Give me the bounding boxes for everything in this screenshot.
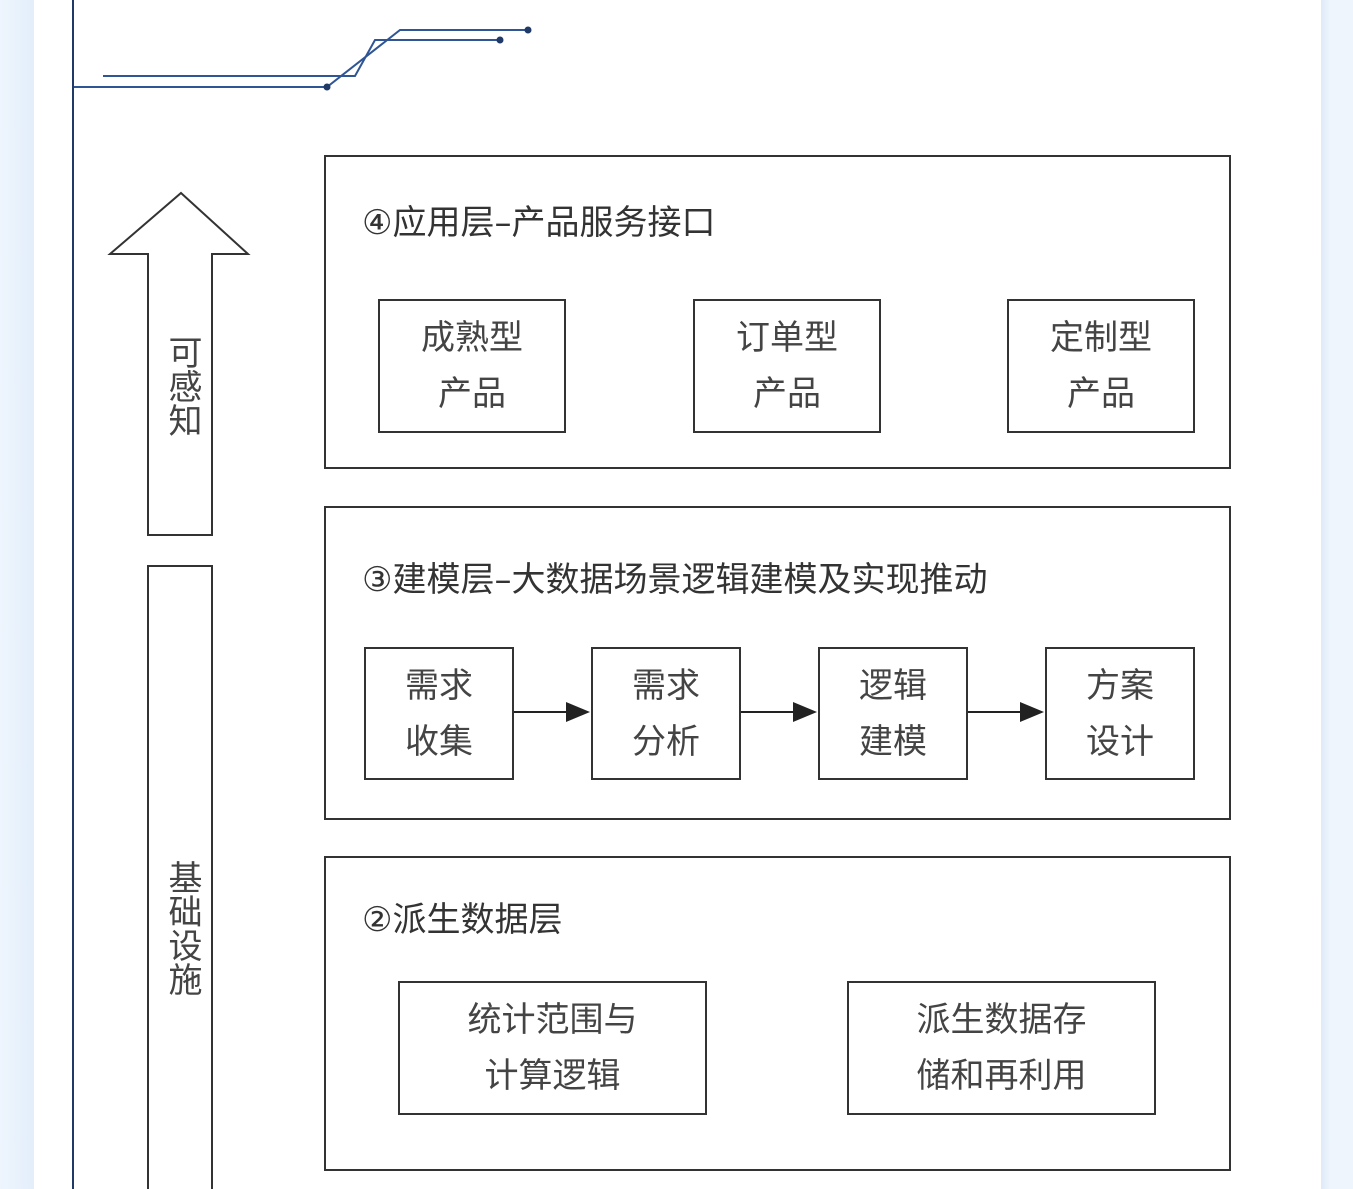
custom-product-box: 定制型 产品 (1007, 299, 1195, 433)
box-line: 产品 (753, 374, 821, 414)
box-line: 逻辑 (859, 665, 927, 706)
box-line: 储和再利用 (916, 1056, 1087, 1096)
flow-step-box: 方案 设计 (1045, 647, 1195, 780)
layer-title: ③建模层–大数据场景逻辑建模及实现推动 (362, 560, 988, 600)
stat-scope-box: 统计范围与 计算逻辑 (398, 981, 707, 1115)
flow-arrowhead-icon (1020, 702, 1044, 722)
box-line: 产品 (1067, 374, 1135, 414)
circuit-dot (524, 26, 532, 34)
application-layer: ④应用层–产品服务接口 成熟型 产品 订单型 产品 定制型 产品 (324, 155, 1231, 469)
derived-data-layer: ②派生数据层 统计范围与 计算逻辑 派生数据存 储和再利用 (324, 856, 1231, 1171)
derived-storage-box: 派生数据存 储和再利用 (847, 981, 1156, 1115)
accent-vertical-line (72, 0, 74, 1189)
box-line: 统计范围与 (467, 1000, 638, 1040)
circuit-line-lower (74, 29, 528, 88)
box-line: 计算逻辑 (484, 1056, 621, 1096)
layer-title: ②派生数据层 (362, 900, 563, 940)
mature-product-box: 成熟型 产品 (378, 299, 566, 433)
box-line: 产品 (438, 374, 506, 414)
layer-title: ④应用层–产品服务接口 (362, 203, 716, 243)
box-line: 派生数据存 (916, 1000, 1087, 1040)
flow-arrowhead-icon (566, 702, 590, 722)
box-line: 订单型 (736, 318, 838, 358)
flow-step-box: 需求 收集 (364, 647, 514, 780)
circuit-dot (323, 83, 331, 91)
box-line: 需求 (632, 665, 700, 706)
left-margin (0, 0, 34, 1189)
flow-step-box: 逻辑 建模 (818, 647, 968, 780)
perceivable-label: 可感知 (162, 335, 202, 437)
box-line: 设计 (1086, 721, 1154, 762)
right-margin (1321, 0, 1353, 1189)
box-line: 定制型 (1050, 318, 1152, 358)
flow-step-box: 需求 分析 (591, 647, 741, 780)
box-line: 收集 (405, 721, 473, 762)
circuit-line-upper (103, 39, 500, 77)
box-line: 分析 (632, 721, 700, 762)
box-line: 建模 (859, 721, 927, 762)
modeling-layer: ③建模层–大数据场景逻辑建模及实现推动 需求 收集 需求 分析 逻辑 建模 方案… (324, 506, 1231, 820)
flow-arrowhead-icon (793, 702, 817, 722)
infrastructure-bar (147, 565, 213, 1189)
box-line: 需求 (405, 665, 473, 706)
order-product-box: 订单型 产品 (693, 299, 881, 433)
circuit-dot (496, 36, 504, 44)
infrastructure-label: 基础设施 (162, 860, 202, 996)
box-line: 方案 (1086, 665, 1154, 706)
box-line: 成熟型 (421, 318, 523, 358)
up-arrow-icon (107, 191, 251, 536)
